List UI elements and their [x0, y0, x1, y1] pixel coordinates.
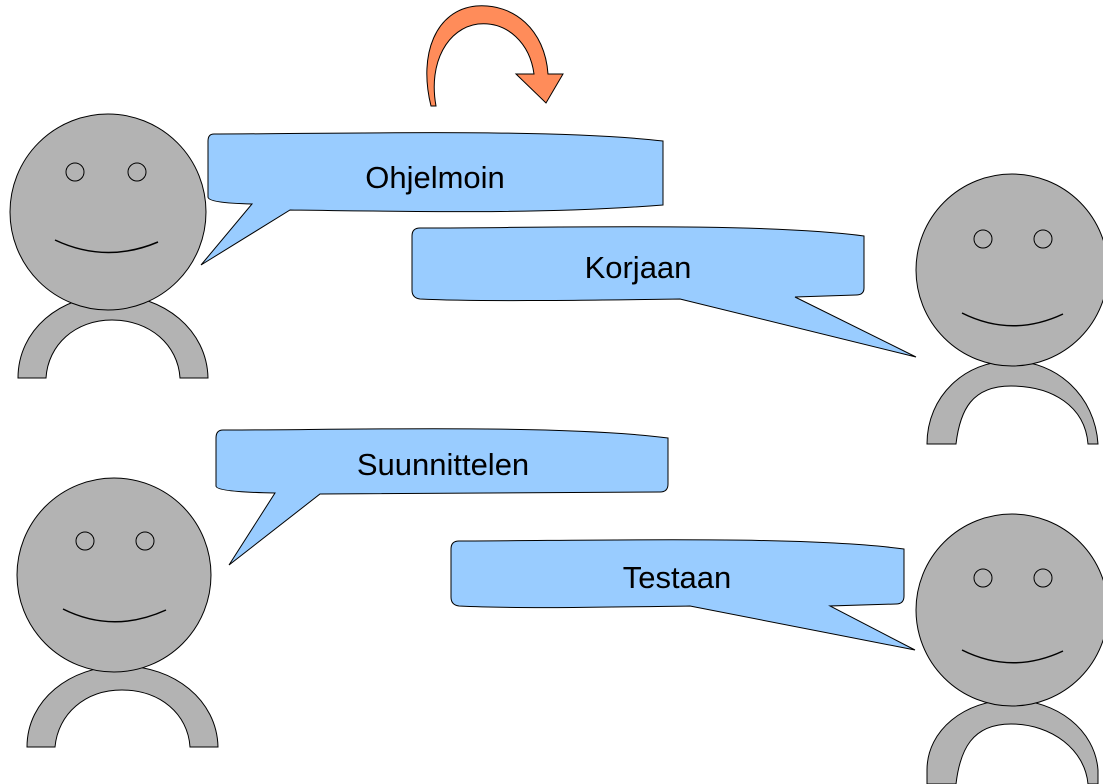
person-2 — [915, 173, 1103, 445]
speech-bubble-testaan: Testaan — [450, 539, 916, 651]
cycle-arrow-icon — [426, 5, 564, 107]
person-1-mouth — [54, 239, 159, 254]
speech-suunnittelen-text: Suunnittelen — [357, 447, 529, 482]
person-1-head — [9, 113, 207, 311]
person-2-body — [926, 360, 1099, 445]
person-1-right-eye — [127, 162, 147, 182]
person-1 — [9, 113, 209, 379]
person-2-right-eye — [1033, 229, 1053, 249]
person-1-left-eye — [65, 162, 85, 182]
person-3-right-eye — [135, 531, 155, 551]
speech-korjaan-text: Korjaan — [585, 250, 692, 285]
person-4 — [915, 513, 1103, 784]
person-3-mouth — [62, 608, 167, 623]
person-4-body — [926, 699, 1099, 784]
person-3-left-eye — [75, 531, 95, 551]
speech-bubble-ohjelmoin: Ohjelmoin — [200, 132, 664, 266]
person-3 — [16, 477, 219, 748]
person-2-head — [915, 173, 1103, 367]
person-4-mouth — [961, 649, 1064, 664]
speech-bubble-suunnittelen: Suunnittelen — [215, 428, 669, 566]
person-2-mouth — [961, 312, 1064, 327]
person-4-right-eye — [1033, 568, 1053, 588]
speech-testaan-text: Testaan — [623, 560, 732, 595]
person-2-left-eye — [973, 229, 993, 249]
person-4-left-eye — [973, 568, 993, 588]
speech-ohjelmoin-text: Ohjelmoin — [365, 160, 505, 195]
person-3-head — [16, 477, 212, 673]
speech-bubble-korjaan: Korjaan — [411, 226, 917, 358]
person-1-body — [17, 294, 209, 379]
person-3-body — [26, 665, 219, 748]
person-4-head — [915, 513, 1103, 707]
